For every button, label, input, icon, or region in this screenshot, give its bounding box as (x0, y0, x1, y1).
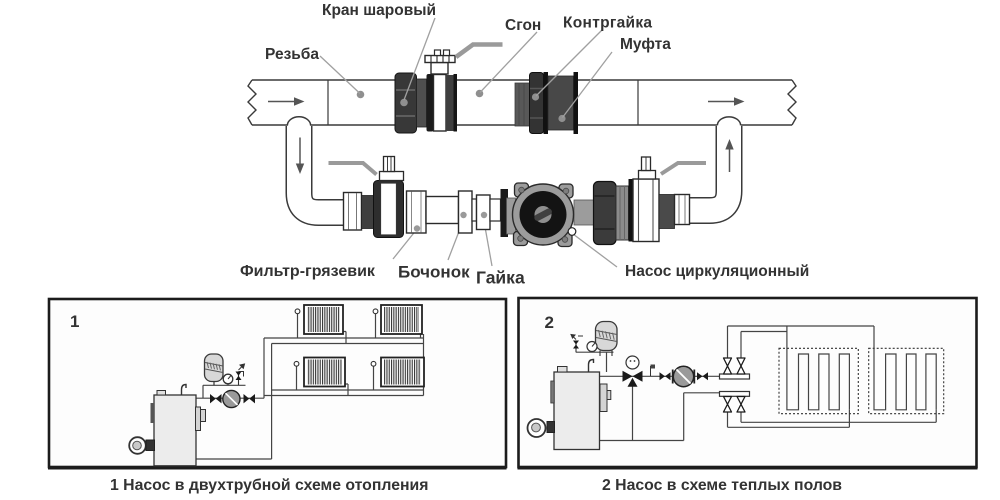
svg-text:2: 2 (545, 313, 554, 332)
svg-text:Бочонок: Бочонок (398, 263, 470, 282)
svg-text:Насос циркуляционный: Насос циркуляционный (625, 263, 809, 280)
svg-text:Контргайка: Контргайка (563, 15, 652, 32)
svg-text:1: 1 (70, 312, 79, 331)
svg-text:Кран шаровый: Кран шаровый (322, 2, 436, 19)
svg-text:Сгон: Сгон (505, 17, 541, 34)
svg-text:Гайка: Гайка (476, 268, 525, 288)
svg-text:1 Насос в двухтрубной схеме от: 1 Насос в двухтрубной схеме отопления (110, 477, 428, 494)
svg-text:2 Насос в схеме теплых полов: 2 Насос в схеме теплых полов (602, 477, 842, 494)
svg-text:Муфта: Муфта (620, 36, 671, 53)
svg-text:Резьба: Резьба (265, 46, 319, 63)
svg-text:Фильтр-грязевик: Фильтр-грязевик (240, 263, 376, 280)
